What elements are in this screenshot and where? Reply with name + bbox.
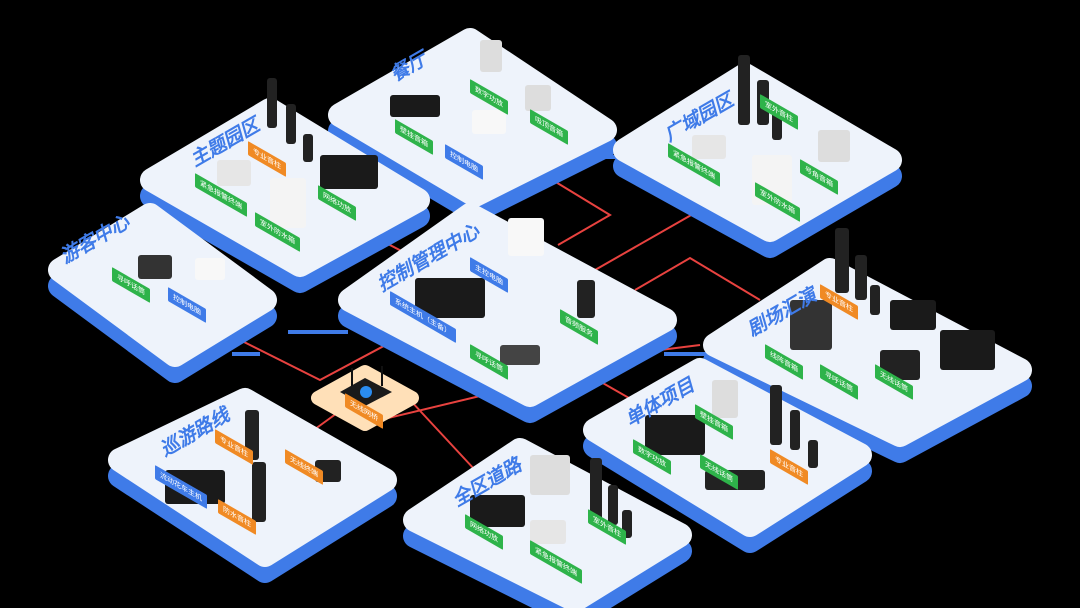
device-icon <box>590 458 602 523</box>
device-icon <box>500 345 540 365</box>
device-icon <box>138 255 172 279</box>
platform-top <box>583 358 872 537</box>
device-icon <box>692 135 726 159</box>
device-icon <box>608 485 618 525</box>
zone-xunyou[interactable] <box>108 388 397 583</box>
device-icon <box>712 380 738 418</box>
device-icon <box>940 330 995 370</box>
network-link <box>535 169 612 246</box>
device-icon <box>790 410 800 450</box>
device-icon <box>267 78 277 128</box>
device-icon <box>195 258 225 280</box>
zone-guangyu[interactable] <box>613 55 902 258</box>
connector-stub <box>232 352 260 356</box>
device-icon <box>390 95 440 117</box>
connector-stub <box>288 330 348 334</box>
network-link <box>634 256 761 301</box>
platform-top <box>338 203 677 407</box>
platform-top <box>48 203 277 367</box>
device-icon <box>217 160 251 186</box>
device-icon <box>790 300 832 350</box>
network-link <box>239 339 396 382</box>
device-icon <box>472 110 506 134</box>
zone-canting[interactable] <box>328 28 617 223</box>
device-icon <box>525 85 551 111</box>
zone-quanqu[interactable] <box>403 438 692 608</box>
connector-stub <box>600 155 622 159</box>
device-icon <box>890 300 936 330</box>
device-icon <box>835 228 849 293</box>
device-icon <box>808 440 818 468</box>
device-icon <box>818 130 850 162</box>
connector-stub <box>664 352 709 356</box>
platform-top <box>613 63 902 242</box>
network-link <box>659 344 701 351</box>
device-icon <box>415 278 485 318</box>
device-icon <box>320 155 378 189</box>
wifi-icon <box>360 386 372 398</box>
device-icon <box>530 455 570 495</box>
device-icon <box>270 178 306 228</box>
device-icon <box>577 280 595 318</box>
device-icon <box>645 415 705 455</box>
zone-kongzhi[interactable] <box>338 203 677 423</box>
device-icon <box>252 462 266 522</box>
device-icon <box>470 495 525 527</box>
device-icon <box>738 55 750 125</box>
device-icon <box>508 218 544 256</box>
zone-youke[interactable] <box>48 203 277 383</box>
device-icon <box>480 40 502 72</box>
device-icon <box>770 385 782 445</box>
device-icon <box>286 104 296 144</box>
device-icon <box>303 134 313 162</box>
device-icon <box>530 520 566 544</box>
zone-juchang[interactable] <box>703 228 1032 463</box>
device-icon <box>870 285 880 315</box>
network-link <box>409 399 476 471</box>
network-link <box>594 209 701 271</box>
zone-zhuti[interactable] <box>140 78 430 293</box>
device-icon <box>855 255 867 300</box>
